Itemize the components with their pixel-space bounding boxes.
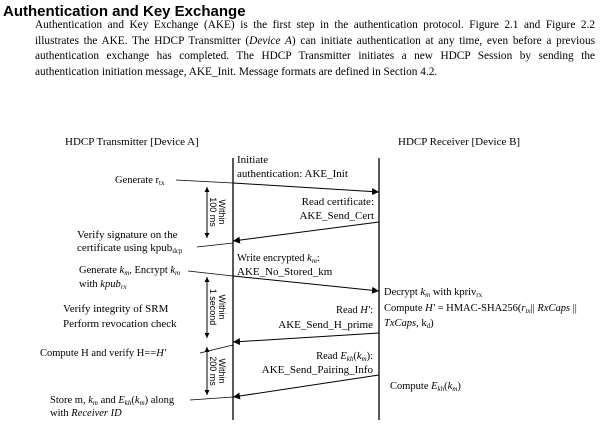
label-verify-srm: Verify integrity of SRM [63, 303, 169, 315]
transmitter-header: HDCP Transmitter [Device A] [65, 136, 199, 148]
msg-cert-1: Read certificate: [302, 196, 374, 208]
label-compute-ekh: Compute Ekh(km) [390, 381, 461, 393]
timer-200ms-value: 200 ms [208, 356, 218, 386]
label-compute-hprime-2: TxCaps, kd) [384, 318, 434, 330]
lead-verify-signature [196, 242, 234, 248]
lead-compute-h [199, 344, 234, 354]
msg-readh-1: Read H': [336, 305, 373, 316]
label-verify-signature-1: Verify signature on the [77, 229, 178, 241]
timer-100ms-within: Within [217, 199, 227, 224]
timer-200ms-within: Within [217, 358, 227, 383]
timer-1s-value: 1 second [208, 289, 218, 326]
msg-readekh-2: AKE_Send_Pairing_Info [262, 364, 374, 376]
label-compute-h: Compute H and verify H==H' [40, 348, 167, 359]
label-generate-km-2: with kpubrx [79, 279, 127, 291]
lead-generate-rtx [175, 179, 234, 184]
label-compute-hprime-1: Compute H' = HMAC-SHA256(rtx|| RxCaps || [384, 303, 577, 315]
msg-write-1: Write encrypted km: [237, 253, 320, 265]
label-generate-rtx: Generate rtx [115, 175, 165, 187]
label-decrypt-km: Decrypt km with kprivrx [384, 287, 483, 299]
para-text-1: Authentication and Key Exchange (AKE) is… [35, 19, 595, 47]
msg-init-2: authentication: AKE_Init [237, 168, 348, 180]
label-store-2: with Receiver ID [50, 408, 122, 419]
arrow-ake-send-cert [232, 221, 380, 244]
msg-readh-2: AKE_Send_H_prime [278, 319, 373, 331]
receiver-header: HDCP Receiver [Device B] [398, 136, 520, 148]
lead-generate-km [187, 270, 234, 277]
msg-readekh-1: Read Ekh(km): [316, 351, 373, 363]
arrow-ake-no-stored-km [232, 275, 380, 294]
arrow-ake-send-h-prime [232, 332, 380, 346]
intro-paragraph: Authentication and Key Exchange (AKE) is… [35, 18, 595, 80]
timer-100ms-value: 100 ms [208, 197, 218, 227]
msg-cert-2: AKE_Send_Cert [299, 210, 374, 222]
label-revocation-check: Perform revocation check [63, 318, 177, 330]
timer-1s-within: Within [217, 294, 227, 319]
msg-write-2: AKE_No_Stored_km [237, 266, 333, 278]
label-generate-km-1: Generate km, Encrypt km [79, 265, 180, 277]
para-device-a: Device A [249, 34, 292, 47]
lead-store-m [189, 396, 234, 401]
para-text-2: ) can initiate authentication at any tim… [35, 34, 595, 78]
arrow-ake-init [232, 182, 380, 196]
section-title: Authentication and Key Exchange [3, 3, 246, 20]
arrow-ake-send-pairing-info [232, 374, 380, 400]
label-verify-signature-2: certificate using kpubdcp [77, 242, 183, 255]
label-store-1: Store m, km and Ekh(km) along [50, 395, 175, 407]
msg-init-1: Initiate [237, 154, 268, 166]
